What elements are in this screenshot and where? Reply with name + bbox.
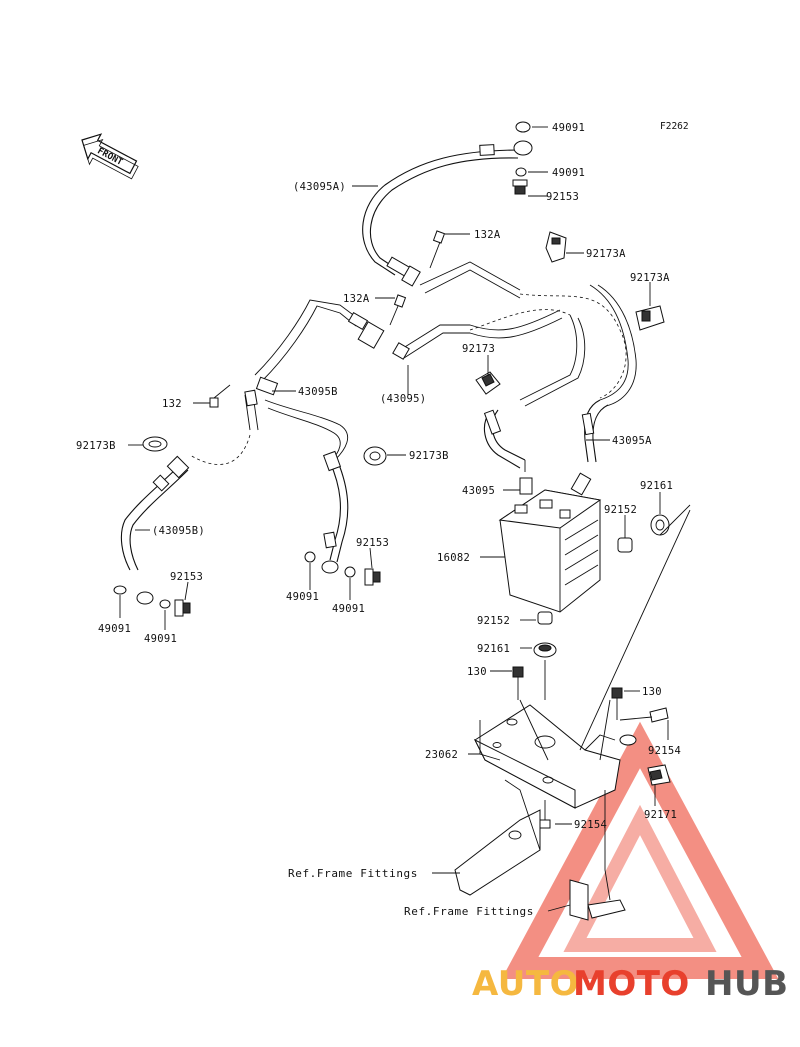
label-ref-frame-fittings-1: Ref.Frame Fittings [288, 867, 418, 880]
label-49091-f: 49091 [144, 633, 177, 645]
label-132A-a: 132A [474, 229, 501, 241]
clip-92173A-right [635, 305, 665, 331]
label-92152-b: 92152 [477, 615, 510, 627]
label-43095A-paren: (43095A) [293, 181, 346, 193]
label-92173B-b: 92173B [409, 450, 449, 462]
label-43095A: 43095A [612, 435, 652, 447]
label-130-b: 130 [642, 686, 662, 698]
damper-92152-92161-bottom [533, 611, 557, 658]
bolt-132A-top [429, 230, 446, 269]
hose-43095B-lower [120, 434, 251, 571]
bolts-92154 [539, 707, 669, 829]
label-92153-b: 92153 [356, 537, 389, 549]
label-49091-c: 49091 [286, 591, 319, 603]
figure-code: F2262 [660, 121, 689, 132]
label-92173B-a: 92173B [76, 440, 116, 452]
label-92173A-b: 92173A [630, 272, 670, 284]
banjo-fitting-top [512, 121, 533, 195]
label-132: 132 [162, 398, 182, 410]
label-92173: 92173 [462, 343, 495, 355]
bracket-23062 [473, 704, 637, 809]
label-130-a: 130 [467, 666, 487, 678]
clip-92173A-top [545, 231, 567, 263]
frame-fitting-2 [569, 790, 626, 921]
watermark-hub: HUB [705, 964, 788, 1004]
hose-43095B [244, 299, 385, 463]
watermark-moto: MOTO [573, 964, 690, 1004]
label-ref-frame-fittings-2: Ref.Frame Fittings [404, 905, 534, 918]
clamp-92173B-left [142, 436, 168, 452]
hose-43095 [392, 309, 586, 469]
label-43095: 43095 [462, 485, 495, 497]
label-43095B: 43095B [298, 386, 338, 398]
label-92161-a: 92161 [640, 480, 673, 492]
label-43095-paren: (43095) [380, 393, 426, 405]
bolts-130 [512, 666, 623, 720]
label-92154-b: 92154 [574, 819, 607, 831]
label-92154-a: 92154 [648, 745, 681, 757]
front-arrow-icon: FRONT [81, 133, 139, 180]
watermark-auto: AUTO [472, 964, 579, 1004]
clamp-92173B-right [363, 446, 387, 466]
label-92152-a: 92152 [604, 504, 637, 516]
abs-hydraulic-unit-16082 [498, 460, 602, 613]
hose-43095A-lower [419, 261, 637, 463]
label-43095B-paren: (43095B) [152, 525, 205, 537]
label-132A-b: 132A [343, 293, 370, 305]
label-92171: 92171 [644, 809, 677, 821]
mid-fittings [304, 551, 381, 586]
bolt-132A-mid [389, 294, 407, 326]
hose-43095B-right-branch [322, 450, 349, 563]
label-92153-c: 92153 [170, 571, 203, 583]
label-49091-a: 49091 [552, 122, 585, 134]
label-16082: 16082 [437, 552, 470, 564]
frame-fitting-1 [454, 779, 541, 896]
label-23062: 23062 [425, 749, 458, 761]
part-labels: 49091 49091 92153 (43095A) 132A 92173A 9… [76, 122, 681, 918]
clip-92173 [475, 371, 501, 395]
hose-43095A-upper [362, 144, 521, 287]
watermark-brand: AUTO MOTO HUB [472, 964, 788, 1004]
label-92153-a: 92153 [546, 191, 579, 203]
leader-lines [119, 126, 691, 912]
clip-92171 [647, 764, 671, 786]
label-49091-d: 49091 [332, 603, 365, 615]
label-92173A-a: 92173A [586, 248, 626, 260]
label-92161-b: 92161 [477, 643, 510, 655]
lower-left-fittings [113, 585, 191, 617]
label-49091-e: 49091 [98, 623, 131, 635]
label-49091-b: 49091 [552, 167, 585, 179]
bolt-132 [209, 384, 231, 408]
